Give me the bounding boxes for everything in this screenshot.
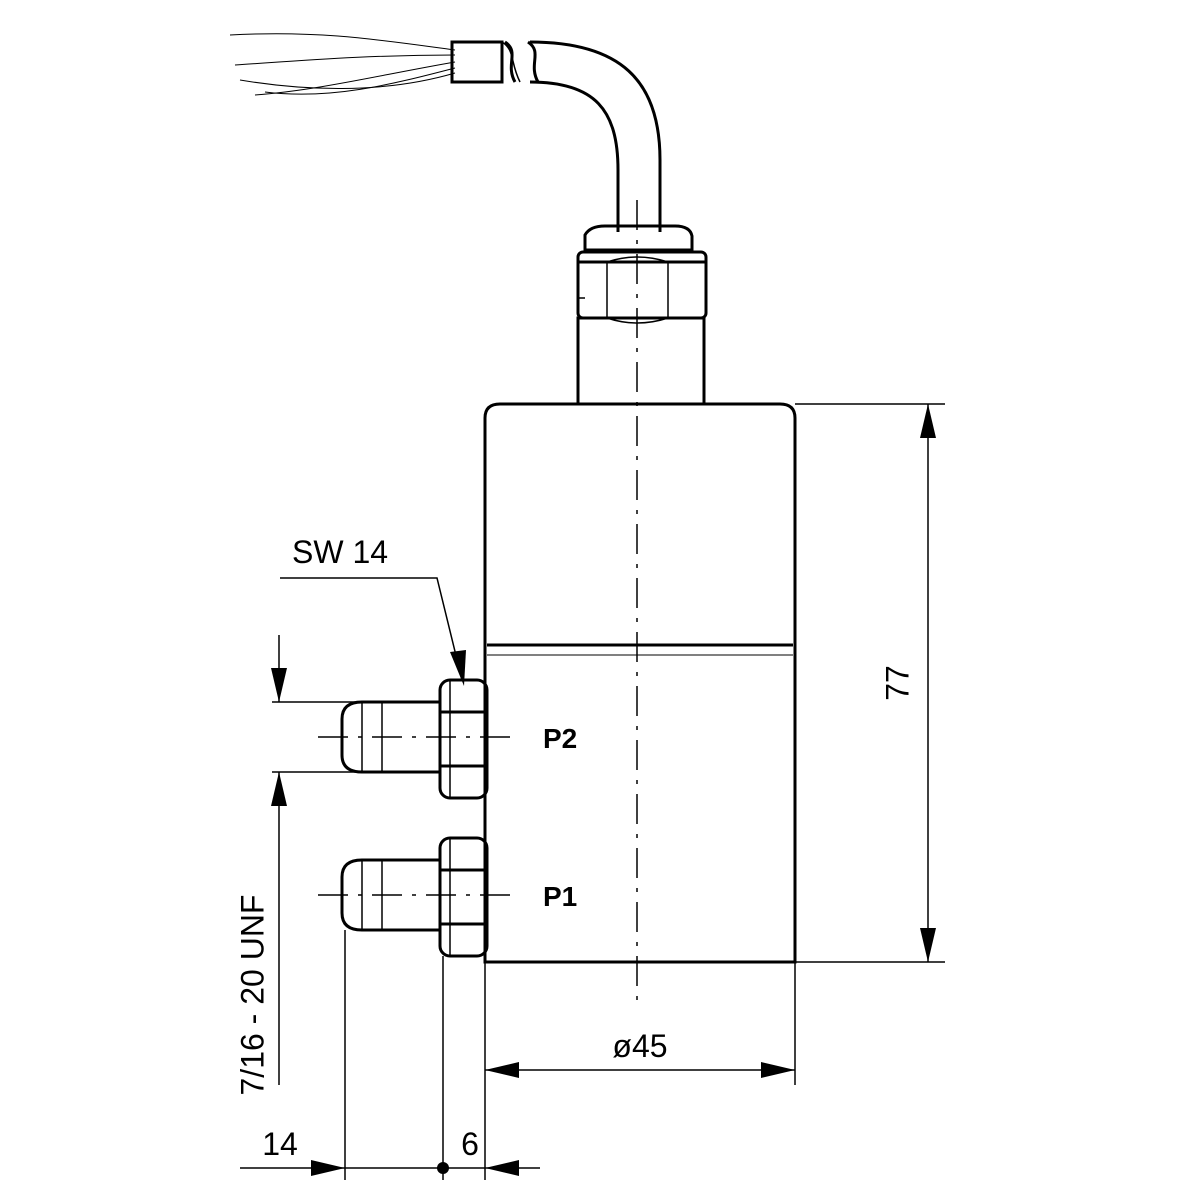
thread-dimension bbox=[271, 635, 362, 1085]
port-p1-label: P1 bbox=[543, 881, 577, 912]
fitting-length-dim-label: 14 bbox=[262, 1126, 298, 1162]
diameter-dim-label: ø45 bbox=[612, 1028, 667, 1064]
diameter-dimension bbox=[484, 962, 796, 1085]
nut-width-dim-label: 6 bbox=[461, 1126, 479, 1162]
wrench-size-leader bbox=[280, 577, 466, 686]
height-dim-label: 77 bbox=[879, 665, 915, 701]
port-p2-label: P2 bbox=[543, 723, 577, 754]
sensor-housing bbox=[483, 402, 797, 964]
height-dimension bbox=[795, 403, 945, 963]
wrench-size-label: SW 14 bbox=[292, 534, 388, 570]
bottom-dimensions bbox=[240, 930, 540, 1180]
cable bbox=[229, 33, 662, 232]
thread-spec-label: 7/16 - 20 UNF bbox=[234, 895, 270, 1096]
port-p1-fitting bbox=[318, 836, 515, 958]
cable-gland bbox=[576, 224, 708, 406]
